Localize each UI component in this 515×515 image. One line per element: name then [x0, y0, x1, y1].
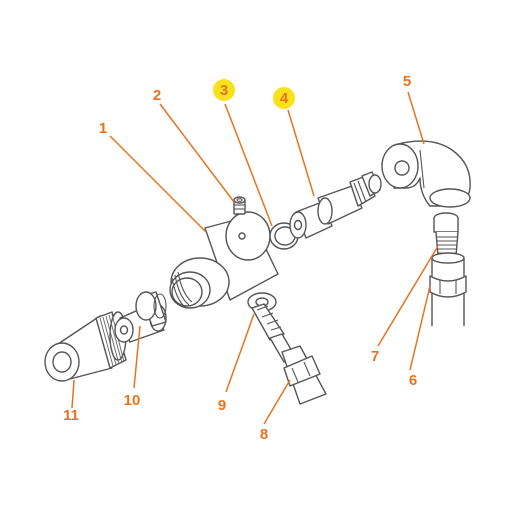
- leader-line-4: [287, 109, 315, 197]
- leader-line-3: [224, 103, 273, 227]
- leader-line-5: [407, 91, 425, 145]
- callout-3-highlight: [213, 79, 235, 101]
- leader-line-8: [263, 379, 291, 425]
- leader-line-6: [409, 285, 431, 371]
- part-10-nozzle-tip: [114, 291, 167, 343]
- part-4-valve-cartridge: [289, 171, 382, 239]
- part-2-set-screw: [233, 196, 246, 215]
- part-1-main-body: [169, 211, 279, 309]
- callout-2: 2: [153, 87, 161, 104]
- callout-7: 7: [371, 348, 379, 365]
- part-11-nozzle-cone: [44, 311, 127, 382]
- callout-4: 4: [280, 90, 289, 107]
- callout-1: 1: [99, 120, 107, 137]
- part-5-elbow-fitting: [381, 140, 471, 208]
- callout-9: 9: [218, 397, 226, 414]
- leader-line-10: [133, 325, 141, 389]
- callout-10: 10: [124, 392, 141, 409]
- callout-4-highlight: [273, 87, 295, 109]
- callout-11: 11: [63, 407, 79, 424]
- part-7-hose-barb: [433, 212, 459, 257]
- leader-line-11: [71, 379, 75, 409]
- leader-line-9: [225, 313, 255, 393]
- leader-line-7: [377, 245, 439, 347]
- leader-lines: [71, 91, 439, 425]
- leader-line-2: [159, 103, 235, 203]
- part-8-hose-clamp: [281, 345, 327, 405]
- callout-5: 5: [403, 73, 411, 90]
- part-6-hose-clamp: [429, 252, 467, 326]
- callout-8: 8: [260, 426, 268, 443]
- callout-6: 6: [409, 372, 417, 389]
- leader-line-1: [109, 135, 207, 233]
- callout-3: 3: [220, 82, 228, 99]
- callout-labels: 1 2 3 4 5 6 7 8 9 10 11: [63, 73, 417, 443]
